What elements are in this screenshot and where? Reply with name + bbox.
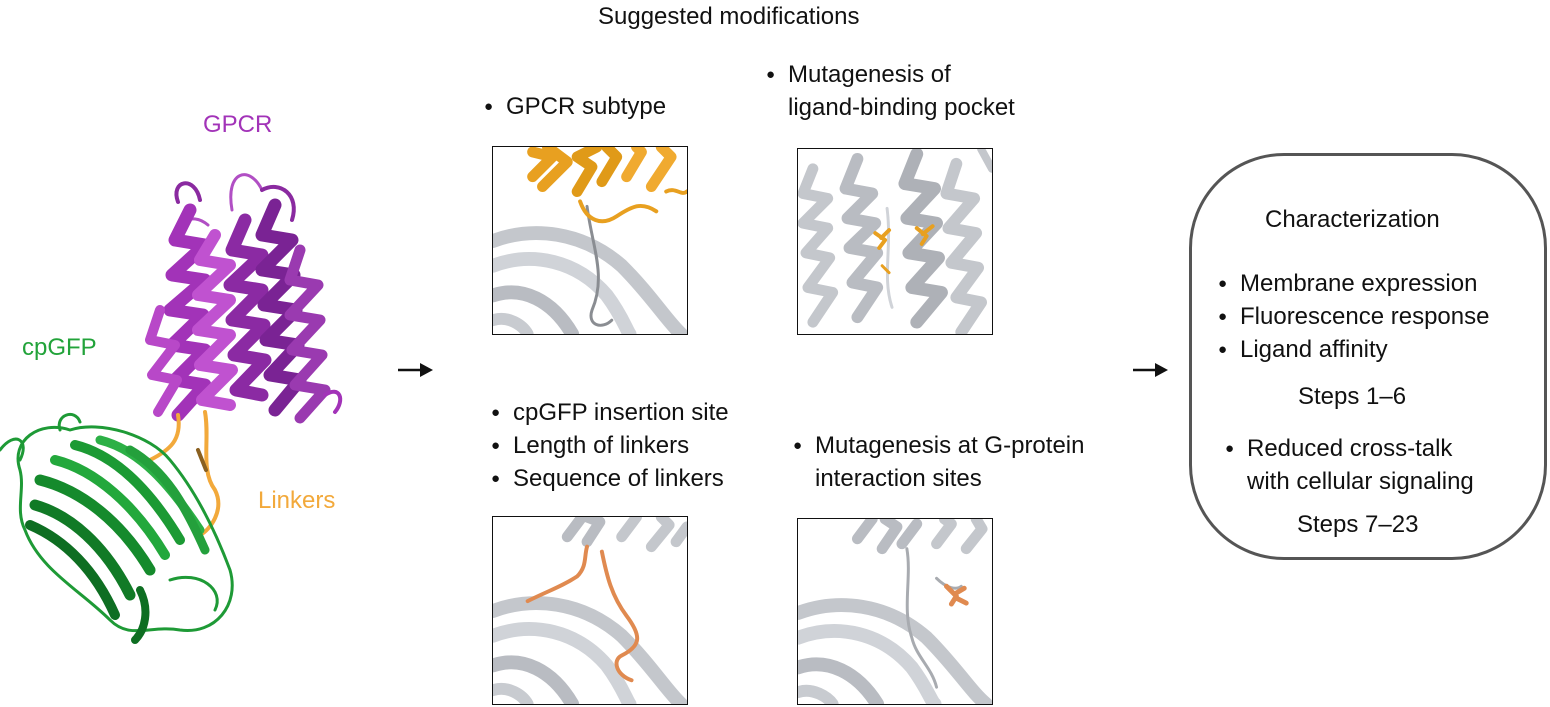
bullet-item: Mutagenesis at G-protein: [793, 429, 1084, 462]
mod-ligand-pocket-text: Mutagenesis of ligand-binding pocket: [766, 58, 1015, 124]
bullet-continuation: interaction sites: [815, 465, 982, 492]
mod-insertion-linkers-text: cpGFP insertion site Length of linkers S…: [491, 396, 729, 495]
steps-1-label: Steps 1–6: [1298, 383, 1407, 410]
panel-gprotein-sites: [797, 518, 993, 705]
bullet-continuation: ligand-binding pocket: [788, 94, 1015, 121]
bullet-item: Mutagenesis of: [766, 58, 1015, 91]
mod-gprotein-sites-text: Mutagenesis at G-protein interaction sit…: [793, 429, 1084, 495]
bullet-item: Ligand affinity: [1218, 333, 1489, 366]
mod-gpcr-subtype-text: GPCR subtype: [484, 90, 666, 123]
characterization-title: Characterization: [1265, 206, 1440, 233]
bullet-item: Length of linkers: [491, 429, 729, 462]
cpgfp-label: cpGFP: [22, 334, 97, 361]
steps-2-label: Steps 7–23: [1297, 511, 1419, 538]
bullet-continuation: with cellular signaling: [1247, 468, 1474, 495]
bullet-item: GPCR subtype: [484, 90, 666, 123]
cpgfp-barrel: [0, 412, 234, 644]
gpcr-label: GPCR: [203, 111, 273, 138]
panel-gpcr-subtype: [492, 146, 688, 335]
bullet-item: Fluorescence response: [1218, 300, 1489, 333]
characterization-list-2: Reduced cross-talk with cellular signali…: [1225, 432, 1474, 498]
linkers-label: Linkers: [258, 487, 336, 514]
bullet-item: Membrane expression: [1218, 267, 1489, 300]
characterization-box: [1189, 153, 1547, 560]
panel-ligand-pocket: [797, 148, 993, 335]
bullet-item: Sequence of linkers: [491, 462, 729, 495]
gpcr-helices: [145, 173, 343, 424]
characterization-list-1: Membrane expression Fluorescence respons…: [1218, 267, 1489, 366]
bullet-item: cpGFP insertion site: [491, 396, 729, 429]
bullet-item: Reduced cross-talk: [1225, 432, 1474, 465]
gpcr-cpgfp-structure: [0, 173, 343, 644]
diagram-title: Suggested modifications: [598, 3, 860, 30]
arrow-right-icon: [1133, 363, 1168, 377]
arrow-right-icon: [398, 363, 433, 377]
panel-insertion-linkers: [492, 516, 688, 705]
